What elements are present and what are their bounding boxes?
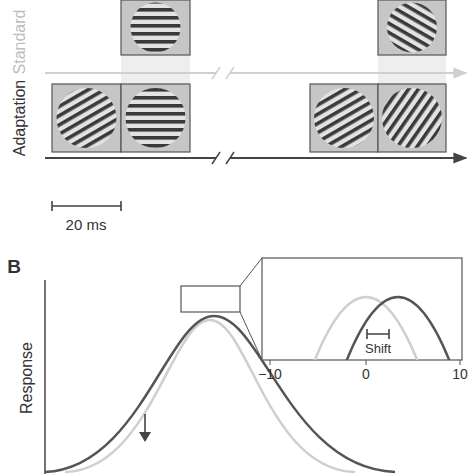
tick-label: 0: [362, 367, 370, 381]
grating-stimulus: [378, 0, 446, 55]
time-axis: [45, 72, 466, 74]
axis-break: [212, 67, 234, 79]
tick-label: −10: [258, 367, 282, 381]
link-band: [378, 55, 446, 84]
axis-break: [212, 152, 234, 164]
row-label: Standard: [12, 10, 28, 75]
grating-stimulus: [52, 84, 121, 152]
zoom-line: [240, 258, 262, 360]
panel-letter: B: [7, 257, 21, 276]
scale-bar: [52, 201, 121, 211]
grating-stimulus: [310, 84, 378, 152]
grating-stimulus: [121, 0, 190, 55]
marker-arrow: [139, 432, 151, 442]
inset-curve-adapted: [346, 297, 450, 360]
shift-bar: [367, 329, 389, 339]
shift-label: Shift: [365, 342, 391, 355]
axis-label: Response: [19, 342, 35, 414]
grating-stimulus: [378, 84, 446, 152]
row-label: Adaptation: [12, 80, 28, 157]
scale-label: 20 ms: [66, 217, 107, 232]
grating-stimulus: [121, 84, 190, 152]
inset-ticks: [270, 360, 460, 365]
time-axis: [45, 157, 466, 159]
y-axis: [44, 280, 46, 474]
link-band: [121, 55, 190, 84]
tick-label: 10: [452, 367, 468, 381]
inset-box: [262, 258, 462, 360]
zoom-box: [181, 286, 240, 312]
inset-curve-standard: [314, 297, 418, 360]
